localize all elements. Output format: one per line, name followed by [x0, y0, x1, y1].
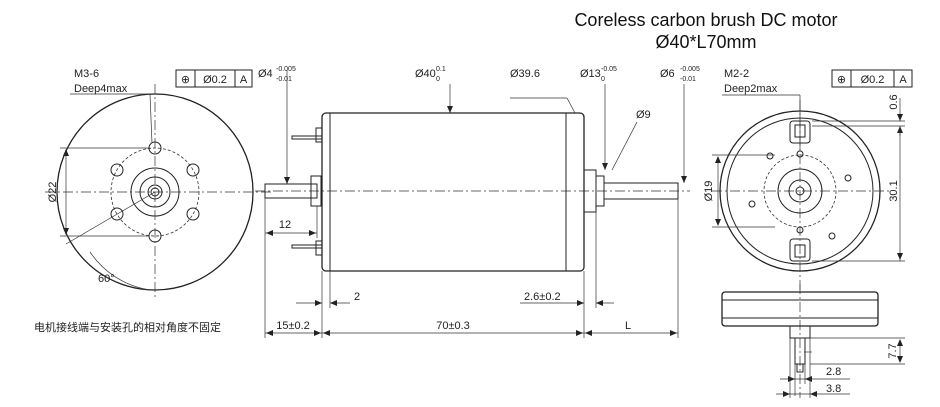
left-tolerance-datum: A [240, 74, 248, 86]
right-tolerance-value: Ø0.2 [861, 74, 885, 86]
dim-26: 2.6±0.2 [524, 291, 561, 303]
dim-28: 2.8 [826, 366, 841, 378]
dim-15: 15±0.2 [276, 320, 310, 332]
left-thread-label: M3-6 [74, 68, 99, 80]
front-end-view: Ø22 60° M3-6 Deep4max ⊕ Ø0.2 A [45, 68, 272, 300]
dim-shaft-front: Ø4 [258, 68, 273, 80]
mounting-note: 电机接线端与安装孔的相对角度不固定 [34, 320, 221, 334]
mounting-hole [110, 163, 124, 177]
right-tolerance-datum: A [899, 74, 907, 86]
dim-2: 2 [354, 291, 360, 303]
dim-rear-shaft: Ø6 [660, 68, 675, 80]
dim-rear-shaft-lower: -0.01 [680, 76, 696, 83]
drawing-title-line2: Ø40*L70mm [655, 32, 756, 52]
dim-rear-boss-upper: -0.05 [601, 66, 617, 73]
dim-rear-shaft-upper: -0.005 [680, 66, 700, 73]
mounting-hole [110, 207, 124, 221]
left-depth-label: Deep4max [74, 83, 128, 95]
dim-rear-body: Ø39.6 [510, 68, 540, 80]
dim-70: 70±0.3 [436, 320, 470, 332]
dim-rear-boss: Ø13 [580, 68, 601, 80]
dim-body-dia-upper: 0.1 [436, 66, 446, 73]
mounting-hole [186, 163, 200, 177]
right-depth-label: Deep2max [724, 83, 778, 95]
dim-shaft-front-lower: -0.01 [276, 76, 292, 83]
dim-38: 3.8 [826, 383, 841, 395]
position-tolerance-icon: ⊕ [837, 74, 846, 86]
right-thread-label: M2-2 [724, 68, 749, 80]
left-tolerance-value: Ø0.2 [203, 74, 227, 86]
dim-L: L [625, 320, 631, 332]
dim-77: 7.7 [887, 343, 899, 358]
bottom-side-view: 7.7 2.8 3.8 [721, 284, 905, 398]
dim-19: Ø19 [703, 181, 715, 202]
right-tolerance-frame: ⊕ Ø0.2 A [831, 69, 913, 88]
dim-shaft-front-upper: -0.005 [276, 66, 296, 73]
dim-angle-60: 60° [98, 273, 115, 285]
side-view: Ø4 -0.005 -0.01 Ø40 0.1 0 Ø39.6 Ø13 -0.0… [255, 66, 700, 338]
dim-rear-boss-lower: 0 [601, 76, 605, 83]
dim-body-dia: Ø40 [415, 68, 436, 80]
dim-body-dia-lower: 0 [436, 76, 440, 83]
dim-06: 0.6 [888, 94, 900, 109]
rear-end-view: M2-2 Deep2max ⊕ Ø0.2 A 0.6 30.1 Ø19 [703, 68, 913, 290]
left-tolerance-frame: ⊕ Ø0.2 A [175, 69, 253, 88]
dim-dia-22: Ø22 [47, 182, 59, 203]
drawing-title-line1: Coreless carbon brush DC motor [574, 10, 837, 30]
dim-301: 30.1 [888, 180, 900, 201]
mounting-hole [186, 207, 200, 221]
position-tolerance-icon: ⊕ [181, 74, 190, 86]
dim-front-length: 12 [279, 219, 291, 231]
dim-rear-step: Ø9 [636, 109, 651, 121]
